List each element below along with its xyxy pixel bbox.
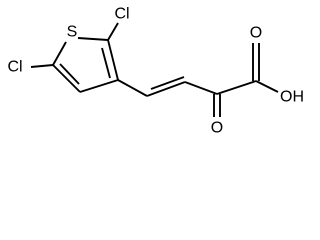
bond-c3-ca — [117, 79, 148, 97]
bond-c5-s1 — [52, 41, 67, 66]
bond-c2-c3-inner — [101, 47, 111, 79]
atom-hydroxyl-label: OH — [280, 89, 304, 106]
chemical-structure-diagram: S Cl Cl O OH O — [7, 6, 304, 137]
bond-c2-c3 — [107, 39, 119, 81]
bond-c2-cl — [107, 22, 119, 41]
atom-chlorine-left-label: Cl — [7, 59, 22, 76]
atom-oxygen-carbonyl-label: O — [250, 25, 262, 42]
bond-ca-cb-inner — [150, 76, 185, 90]
bond-ck-cc — [216, 80, 257, 95]
bond-ca-cb — [146, 81, 186, 97]
bond-s1-c2 — [77, 37, 109, 41]
bond-cb-ck — [184, 81, 218, 95]
thiophene-ring — [52, 37, 119, 93]
atom-chlorine-top-label: Cl — [114, 6, 129, 23]
bond-c5-cl — [30, 64, 54, 68]
atom-sulfur-label: S — [67, 24, 78, 41]
bond-c4-c5-inner — [59, 63, 80, 85]
atom-oxygen-keto-label: O — [211, 120, 223, 137]
bond-cc-oh — [255, 80, 279, 93]
bond-c4-c5 — [52, 64, 81, 93]
side-chain — [117, 43, 279, 117]
bond-c3-c4 — [79, 79, 119, 93]
